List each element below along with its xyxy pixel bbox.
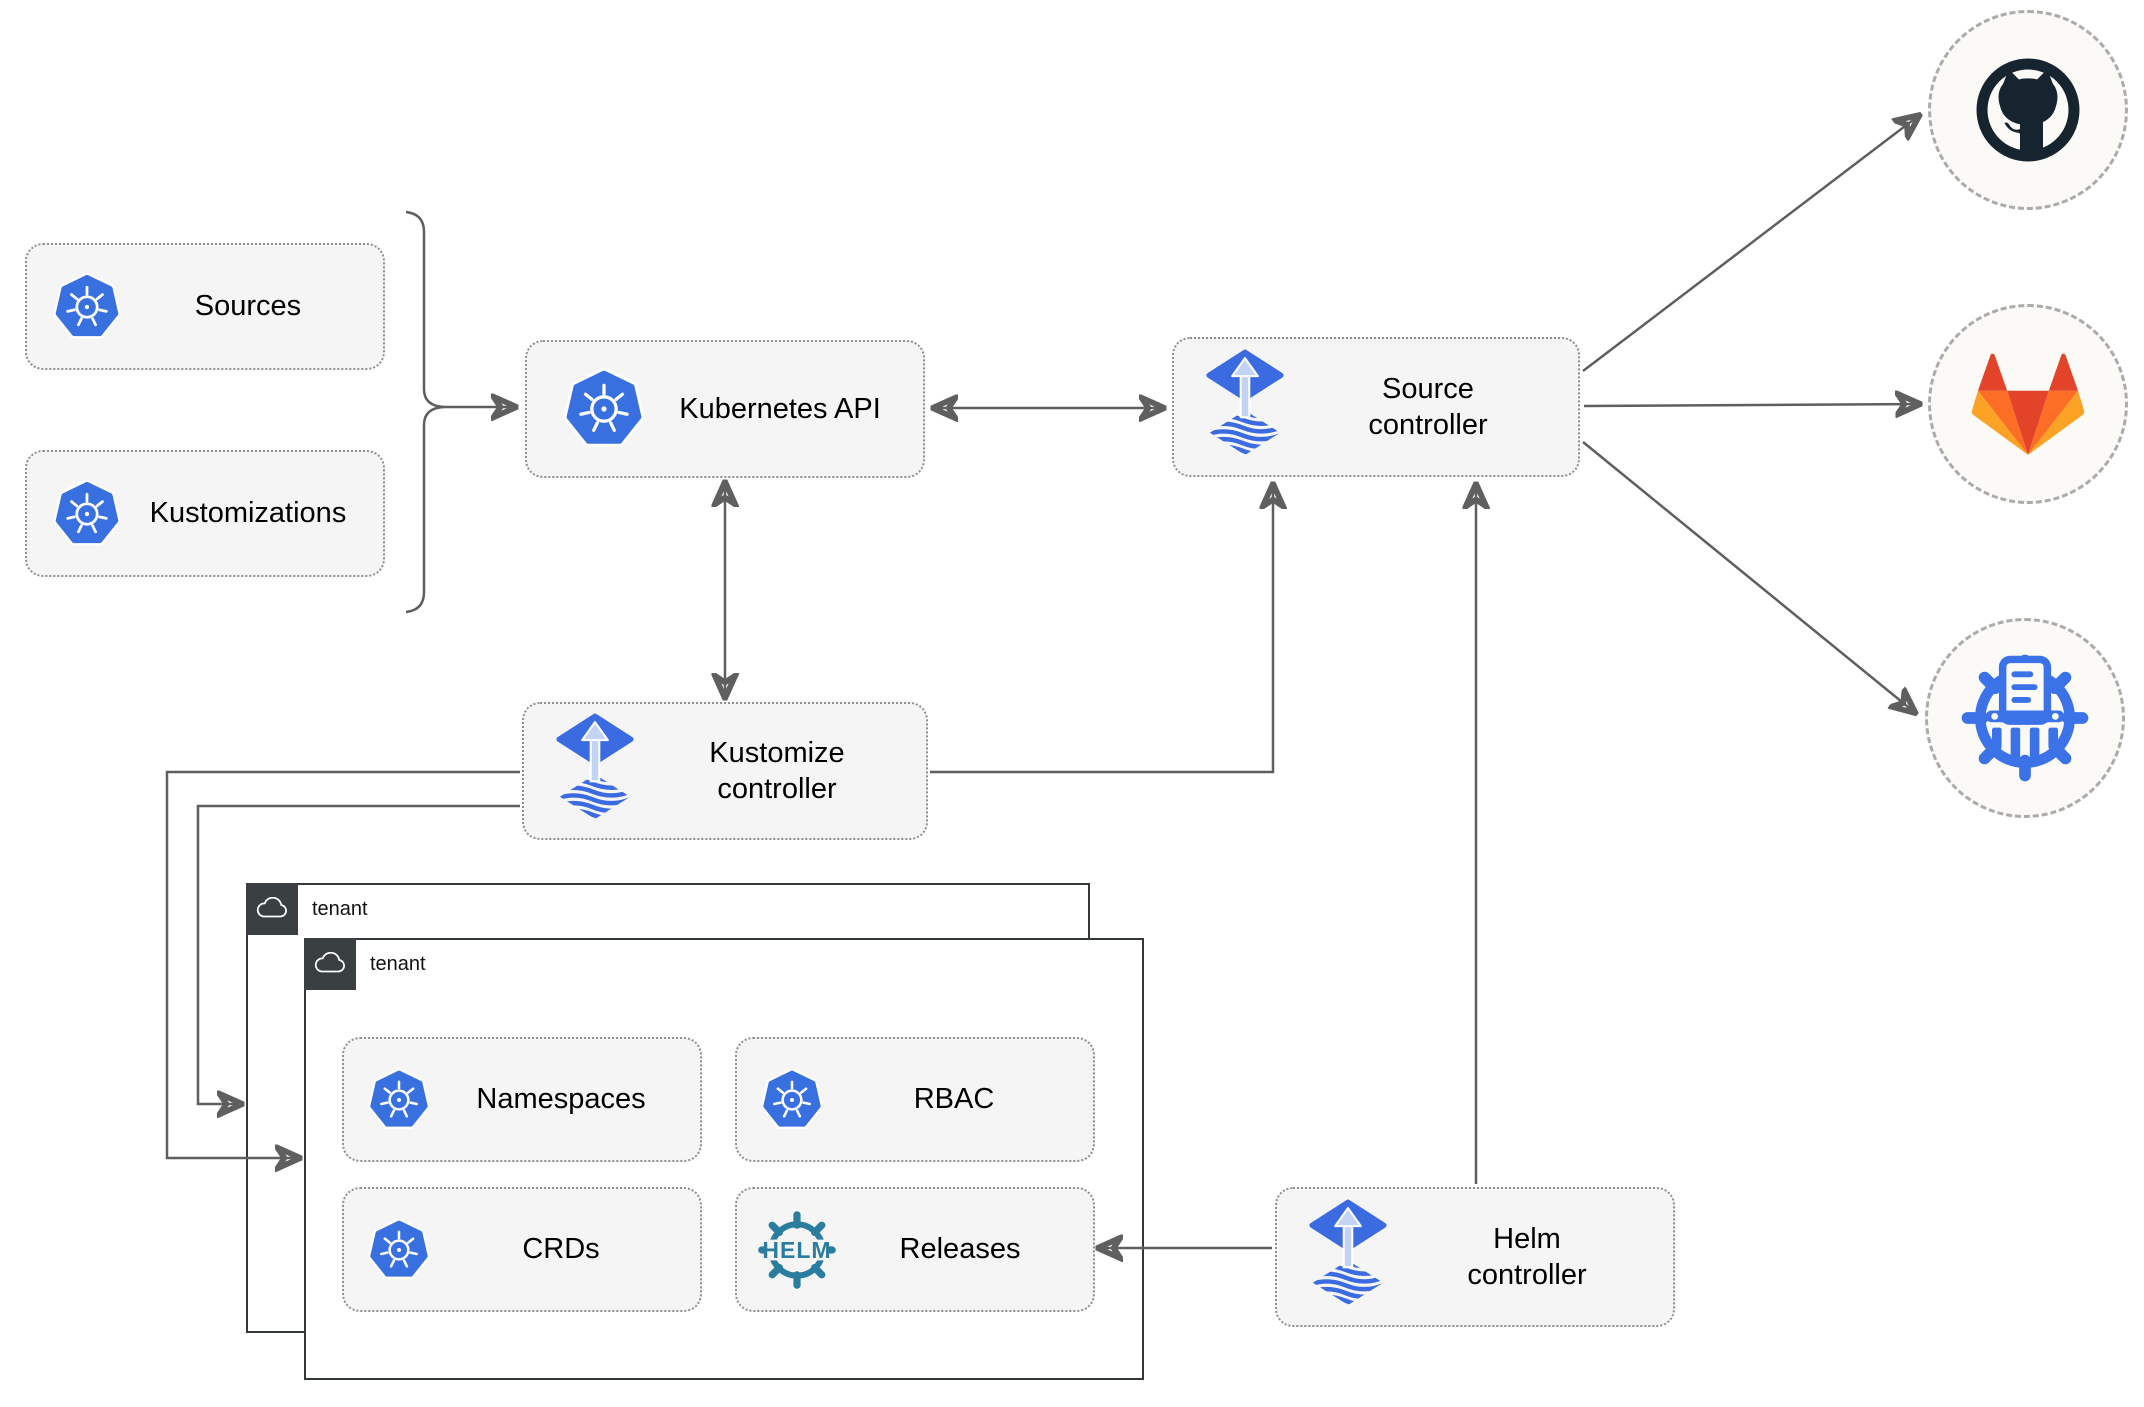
edge-bracket-sources-kustomizations — [405, 210, 445, 614]
node-label: Kustomize controller — [709, 736, 845, 805]
helm-icon: HELM — [757, 1210, 837, 1290]
node-label: Sources — [194, 290, 302, 323]
helm-repository-icon — [1959, 652, 2091, 784]
node-kustomize-controller: Kustomize controller — [522, 702, 928, 840]
helm-logo-text: HELM — [762, 1237, 831, 1263]
node-kubernetes-api: Kubernetes API — [525, 340, 925, 478]
endpoint-github — [1928, 10, 2128, 210]
flux-icon — [1305, 1197, 1391, 1317]
node-label: RBAC — [913, 1083, 995, 1116]
node-crds: CRDs — [342, 1187, 702, 1312]
cloud-icon — [313, 952, 347, 976]
node-kustomizations: Kustomizations — [25, 450, 385, 577]
node-label: Kubernetes API — [679, 392, 881, 425]
endpoint-helm-repository — [1925, 618, 2125, 818]
kubernetes-icon — [51, 478, 123, 550]
kubernetes-icon — [51, 271, 123, 343]
edge-source-controller-to-helm-repository — [1582, 441, 1913, 711]
node-namespaces: Namespaces — [342, 1037, 702, 1162]
node-label: CRDs — [522, 1233, 600, 1266]
node-releases: HELM Releases — [735, 1187, 1095, 1312]
tenant-label: tenant — [370, 952, 426, 975]
node-source-controller: Source controller — [1172, 337, 1580, 477]
kubernetes-icon — [366, 1217, 432, 1283]
flux-icon — [552, 711, 638, 831]
cloud-icon — [255, 897, 289, 921]
node-rbac: RBAC — [735, 1037, 1095, 1162]
kubernetes-icon — [759, 1067, 825, 1133]
edge-kustomize-controller-to-source-controller — [930, 487, 1273, 774]
tenant-label: tenant — [312, 897, 368, 920]
node-label: Namespaces — [476, 1083, 646, 1116]
github-icon — [1968, 50, 2088, 170]
tenant-header — [246, 883, 298, 935]
kubernetes-icon — [366, 1067, 432, 1133]
node-label: Source controller — [1368, 372, 1488, 441]
edge-source-controller-to-github — [1582, 117, 1917, 372]
node-label: Releases — [899, 1233, 1021, 1266]
tenant-box-front: tenant Namespaces RBAC CRDs HELM Release… — [304, 938, 1144, 1380]
gitlab-icon — [1972, 353, 2084, 456]
node-helm-controller: Helm controller — [1275, 1187, 1675, 1327]
edge-source-controller-to-gitlab — [1583, 404, 1917, 406]
kubernetes-icon — [561, 366, 647, 452]
endpoint-gitlab — [1928, 304, 2128, 504]
node-label: Helm controller — [1467, 1222, 1587, 1291]
tenant-header — [304, 938, 356, 990]
node-label: Kustomizations — [149, 497, 347, 530]
node-sources: Sources — [25, 243, 385, 370]
flux-icon — [1202, 347, 1288, 467]
